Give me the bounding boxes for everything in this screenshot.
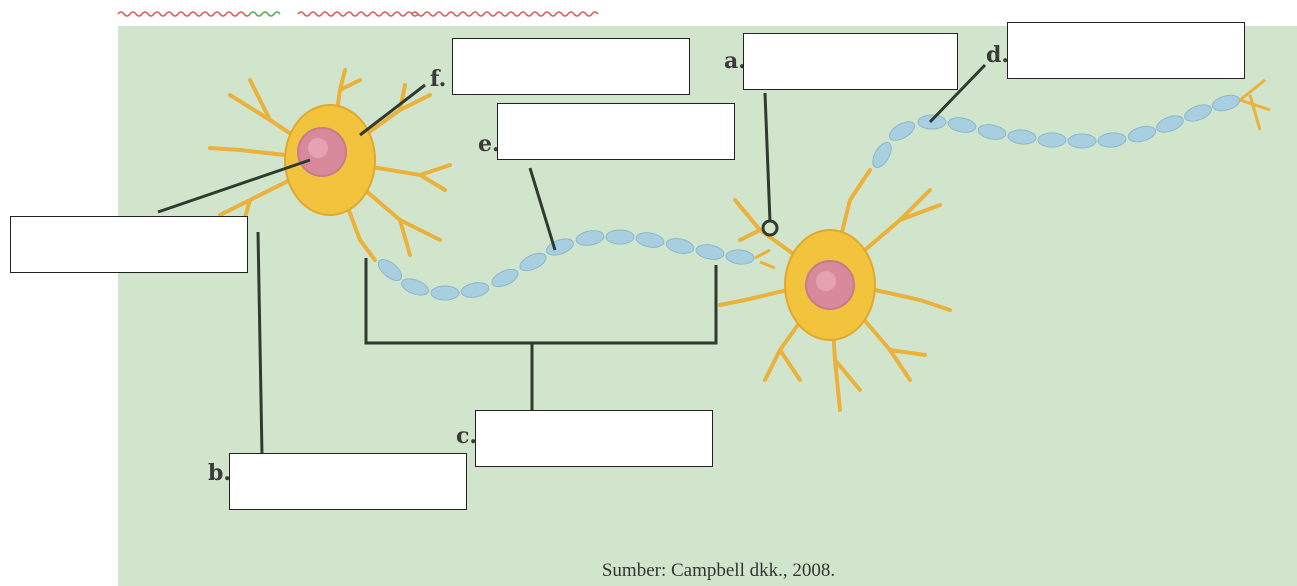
answer-box-b[interactable]: [229, 453, 467, 510]
label-f: f.: [430, 68, 446, 90]
axon-2-myelin: [869, 93, 1241, 171]
answer-box-left[interactable]: [10, 216, 248, 273]
label-c: c.: [456, 425, 477, 447]
answer-box-e[interactable]: [497, 103, 735, 160]
source-caption: Sumber: Campbell dkk., 2008.: [0, 560, 1297, 582]
answer-box-d[interactable]: [1007, 22, 1245, 79]
label-d: d.: [986, 44, 1009, 66]
axon-1-myelin: [375, 229, 755, 300]
label-b: b.: [208, 462, 231, 484]
answer-box-a[interactable]: [743, 33, 958, 90]
synapse-marker: [763, 221, 777, 235]
answer-box-c[interactable]: [475, 410, 713, 467]
answer-box-f[interactable]: [452, 38, 690, 95]
